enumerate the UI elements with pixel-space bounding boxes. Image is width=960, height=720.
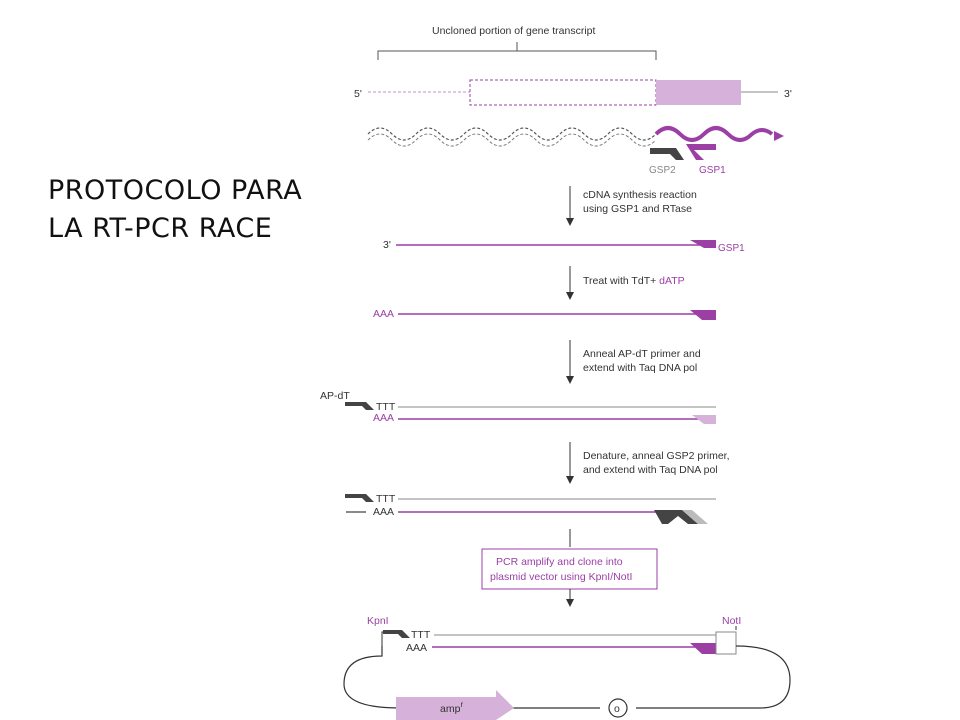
- origin-label: o: [614, 703, 620, 715]
- plasmid-insert-end: [715, 631, 737, 655]
- step3-text-line1: Anneal AP-dT primer and: [583, 348, 701, 360]
- ap-dt-primer-icon: [345, 402, 374, 410]
- cdna-three-prime-label: 3': [383, 239, 391, 251]
- cdna-gsp1-primer: [690, 240, 716, 248]
- pcr-box-line1: PCR amplify and clone into: [496, 556, 623, 568]
- row4-ap-primer-icon: [345, 494, 374, 502]
- title-line-2: LA RT-PCR RACE: [48, 213, 273, 244]
- gsp1-primer-icon: [686, 144, 716, 160]
- five-prime-label: 5': [354, 88, 362, 100]
- noti-label: NotI: [722, 615, 741, 627]
- ap-dt-label: AP-dT: [320, 390, 350, 402]
- uncloned-label: Uncloned portion of gene transcript: [432, 25, 596, 37]
- row4-gsp2-primer-icon: [654, 510, 698, 524]
- origin-circle: [608, 698, 628, 718]
- amp-sup: r: [460, 700, 463, 709]
- plasmid-ap-primer-icon: [383, 630, 410, 638]
- step2-text: Treat with TdT+ dATP: [583, 275, 685, 287]
- step2-accent: dATP: [659, 275, 684, 287]
- ttt-label-row4: TTT: [376, 493, 396, 505]
- title-line-1: PROTOCOLO PARA: [48, 175, 303, 206]
- gsp2-label: GSP2: [649, 165, 676, 176]
- amp-resistance-arrow: [396, 690, 514, 720]
- gsp1-label: GSP1: [699, 165, 726, 176]
- plasmid-gsp-primer: [690, 643, 716, 654]
- mrna-helix: [367, 126, 784, 147]
- pcr-box: [481, 548, 658, 590]
- aaa-label-plasmid: AAA: [406, 642, 427, 654]
- row3-gsp1-primer: [692, 415, 716, 424]
- step1-text-line2: using GSP1 and RTase: [583, 203, 692, 215]
- page-title: PROTOCOLO PARA LA RT-PCR RACE: [48, 172, 302, 248]
- plasmid-backbone: [343, 645, 791, 709]
- ttt-label-row3: TTT: [376, 401, 396, 413]
- amp-text: amp: [440, 703, 461, 715]
- kpni-bracket: [381, 631, 394, 646]
- step2-prefix: Treat with TdT+: [583, 275, 659, 287]
- three-prime-label: 3': [784, 88, 792, 100]
- step1-text-line1: cDNA synthesis reaction: [583, 189, 697, 201]
- step3-text-line2: extend with Taq DNA pol: [583, 362, 697, 374]
- aaa-label-row4: AAA: [373, 506, 394, 518]
- kpni-label: KpnI: [367, 615, 389, 627]
- cdna-gsp1-label: GSP1: [718, 243, 745, 254]
- tailed-gsp1-primer: [690, 310, 716, 320]
- ttt-label-plasmid: TTT: [411, 629, 431, 641]
- gsp2-primer-icon: [650, 148, 684, 160]
- aaa-label-row3: AAA: [373, 412, 394, 424]
- row4-gsp2-primer-light: [682, 510, 708, 524]
- tail-aaa-label: AAA: [373, 308, 394, 320]
- known-region-box: [656, 80, 741, 105]
- amp-label: ampr: [440, 700, 463, 715]
- pcr-box-line2: plasmid vector using KpnI/NotI: [490, 571, 632, 583]
- step4-text-line2: and extend with Taq DNA pol: [583, 464, 718, 476]
- uncloned-bracket: [377, 42, 657, 60]
- step4-text-line1: Denature, anneal GSP2 primer,: [583, 450, 730, 462]
- uncloned-region-box: [469, 79, 657, 106]
